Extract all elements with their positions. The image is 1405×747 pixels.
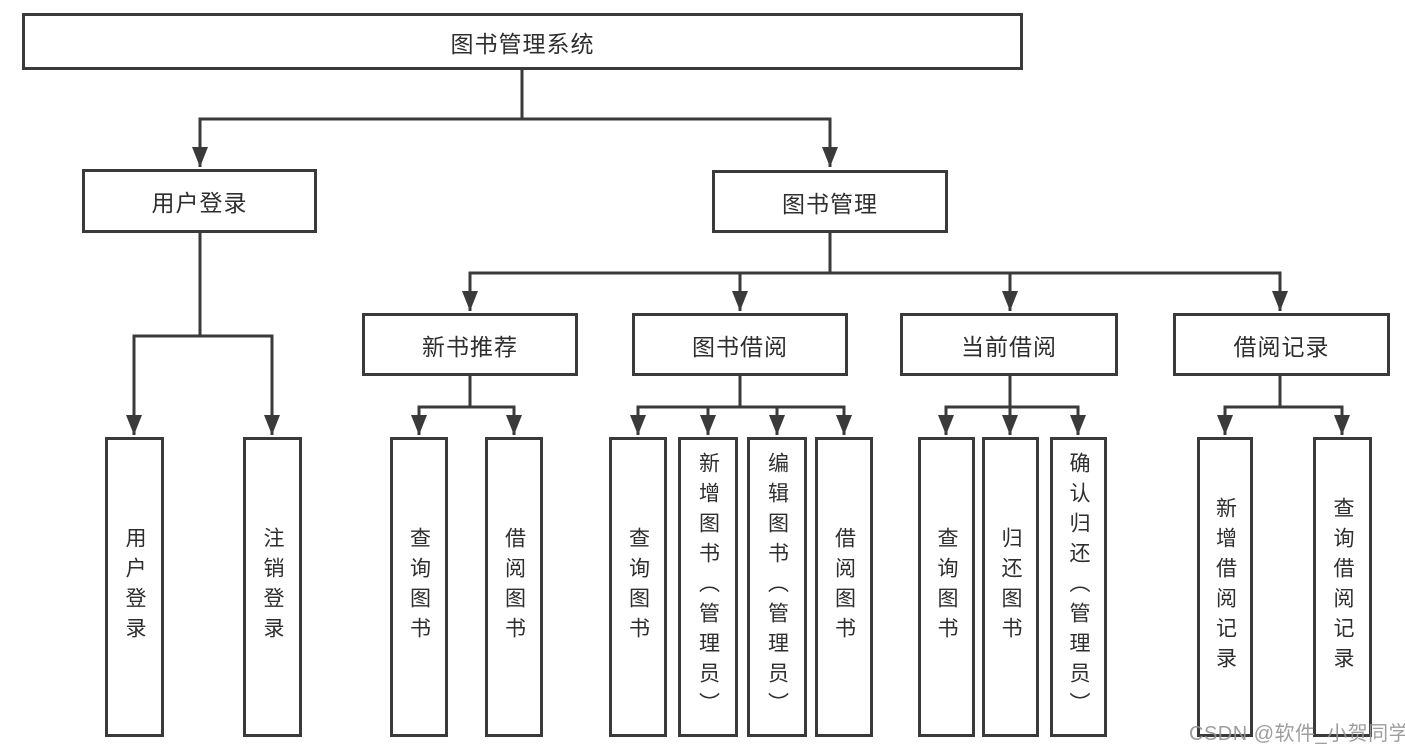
leaf-query-books-borrowing: 查询图书 [609, 437, 667, 737]
node-current-borrowing: 当前借阅 [900, 313, 1118, 376]
node-label: 借阅图书 [502, 527, 526, 647]
node-label: 新增图书（管理员） [696, 452, 720, 722]
connector-lines [132, 68, 1344, 409]
node-label: 用户登录 [151, 190, 248, 216]
node-label: 编辑图书（管理员） [765, 452, 789, 722]
node-label: 借阅图书 [832, 527, 856, 647]
leaf-add-borrow-record: 新增借阅记录 [1197, 437, 1253, 737]
node-book-management: 图书管理 [712, 170, 948, 233]
node-label: 用户登录 [123, 527, 146, 647]
node-library-management-system: 图书管理系统 [22, 13, 1023, 70]
node-label: 查询借阅记录 [1331, 497, 1354, 677]
leaf-borrow-books-recommend: 借阅图书 [485, 437, 543, 737]
node-label: 查询图书 [626, 527, 650, 647]
node-book-borrowing: 图书借阅 [632, 313, 848, 376]
node-label: 确认归还（管理员） [1067, 452, 1090, 722]
connector-arrows [126, 119, 1350, 435]
node-label: 当前借阅 [961, 333, 1057, 360]
node-label: 图书借阅 [692, 333, 788, 360]
node-label: 新书推荐 [422, 333, 518, 360]
leaf-query-borrow-record: 查询借阅记录 [1313, 437, 1372, 737]
node-user-login: 用户登录 [82, 169, 317, 233]
leaf-edit-book-admin: 编辑图书（管理员） [747, 437, 807, 737]
node-label: 查询图书 [407, 527, 431, 647]
node-label: 借阅记录 [1233, 333, 1330, 360]
node-label: 图书管理系统 [450, 30, 595, 57]
leaf-user-login: 用户登录 [105, 437, 164, 737]
node-label: 注销登录 [261, 527, 284, 647]
leaf-confirm-return-admin: 确认归还（管理员） [1050, 437, 1107, 737]
csdn-watermark: CSDN @软件_小贺同学 [1189, 723, 1405, 745]
node-label: 新增借阅记录 [1213, 497, 1237, 677]
connector-line [132, 68, 1344, 409]
node-label: 图书管理 [782, 190, 878, 217]
node-label: 归还图书 [999, 527, 1022, 647]
leaf-borrow-books-borrowing: 借阅图书 [815, 437, 873, 737]
leaf-add-book-admin: 新增图书（管理员） [678, 437, 738, 737]
leaf-query-books-recommend: 查询图书 [390, 437, 448, 737]
node-new-book-recommend: 新书推荐 [362, 313, 578, 376]
leaf-query-books-current: 查询图书 [918, 437, 975, 737]
leaf-logout: 注销登录 [243, 437, 302, 737]
leaf-return-books: 归还图书 [982, 437, 1039, 737]
node-borrow-records: 借阅记录 [1173, 313, 1390, 376]
node-label: 查询图书 [935, 527, 958, 647]
